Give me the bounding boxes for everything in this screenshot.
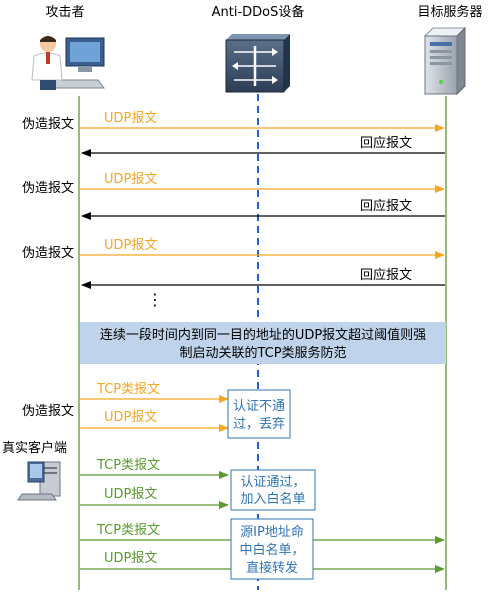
real-client-icon	[17, 461, 61, 501]
forward-box-line1: 源IP地址命	[240, 524, 304, 540]
pass-box-line1: 认证通过，	[240, 475, 305, 490]
attacker-title: 攻击者	[45, 5, 84, 20]
real-client-label: 真实客户端	[2, 440, 67, 456]
server-icon	[423, 26, 467, 96]
attacker-icon	[31, 36, 105, 90]
continuation-ellipsis: ⋮	[147, 290, 163, 309]
udp-label-2: UDP报文	[104, 172, 157, 187]
forward-box-line2: 中白名单，	[239, 542, 304, 558]
pass-box-line2: 加入白名单	[240, 491, 305, 507]
anti-ddos-device-icon	[225, 34, 290, 93]
reply-label-3: 回应报文	[360, 267, 412, 283]
server-title: 目标服务器	[417, 4, 482, 20]
tcp-label-forged: TCP类报文	[96, 382, 160, 397]
reject-box	[227, 389, 291, 439]
reject-box-line1: 认证不通	[233, 399, 285, 414]
udp-label-forged: UDP报文	[104, 410, 157, 425]
forged-label-1: 伪造报文	[22, 117, 74, 132]
forged-label-2: 伪造报文	[22, 181, 74, 196]
policy-note-line1: 连续一段时间内到同一目的地址的UDP报文超过阈值则强	[100, 327, 426, 343]
udp-label-real-2: UDP报文	[104, 551, 157, 566]
reply-label-1: 回应报文	[360, 135, 412, 151]
tcp-label-real-2: TCP类报文	[96, 523, 160, 538]
forward-box-line3: 直接转发	[246, 560, 298, 576]
udp-label-3: UDP报文	[104, 238, 157, 253]
policy-note-box	[80, 322, 446, 364]
reply-label-2: 回应报文	[360, 198, 412, 214]
forged-label-4: 伪造报文	[22, 404, 74, 419]
policy-note-line2: 制启动关联的TCP类服务防范	[179, 345, 346, 361]
forged-label-3: 伪造报文	[22, 246, 74, 261]
reject-box-line2: 过，丢弃	[233, 417, 285, 432]
forward-box	[230, 518, 314, 580]
udp-label-real-1: UDP报文	[104, 487, 157, 502]
udp-label-1: UDP报文	[104, 111, 157, 126]
device-title: Anti-DDoS设备	[212, 4, 305, 20]
tcp-label-real-1: TCP类报文	[96, 458, 160, 473]
pass-box	[230, 469, 316, 511]
